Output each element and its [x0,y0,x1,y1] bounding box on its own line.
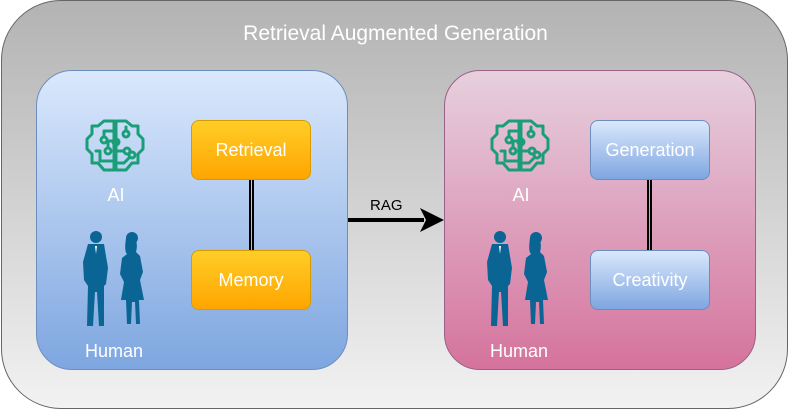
generation-box: Generation [590,120,710,180]
creativity-box: Creativity [590,250,710,310]
brain-circuit-icon [490,119,550,172]
retrieval-memory-connector [249,180,254,250]
human-label: Human [84,341,144,361]
business-people-icon [487,231,548,326]
rag-label: RAG [370,197,403,214]
business-people-icon [83,231,144,326]
memory-box: Memory [191,250,311,310]
retrieval-box: Retrieval [191,120,311,180]
rag-arrow [348,208,444,232]
generation-creativity-connector [647,180,652,250]
ai-label: AI [512,185,530,205]
brain-circuit-icon [85,119,145,172]
diagram-title: Retrieval Augmented Generation [243,22,548,45]
ai-label: AI [107,185,125,205]
human-label: Human [489,341,549,361]
